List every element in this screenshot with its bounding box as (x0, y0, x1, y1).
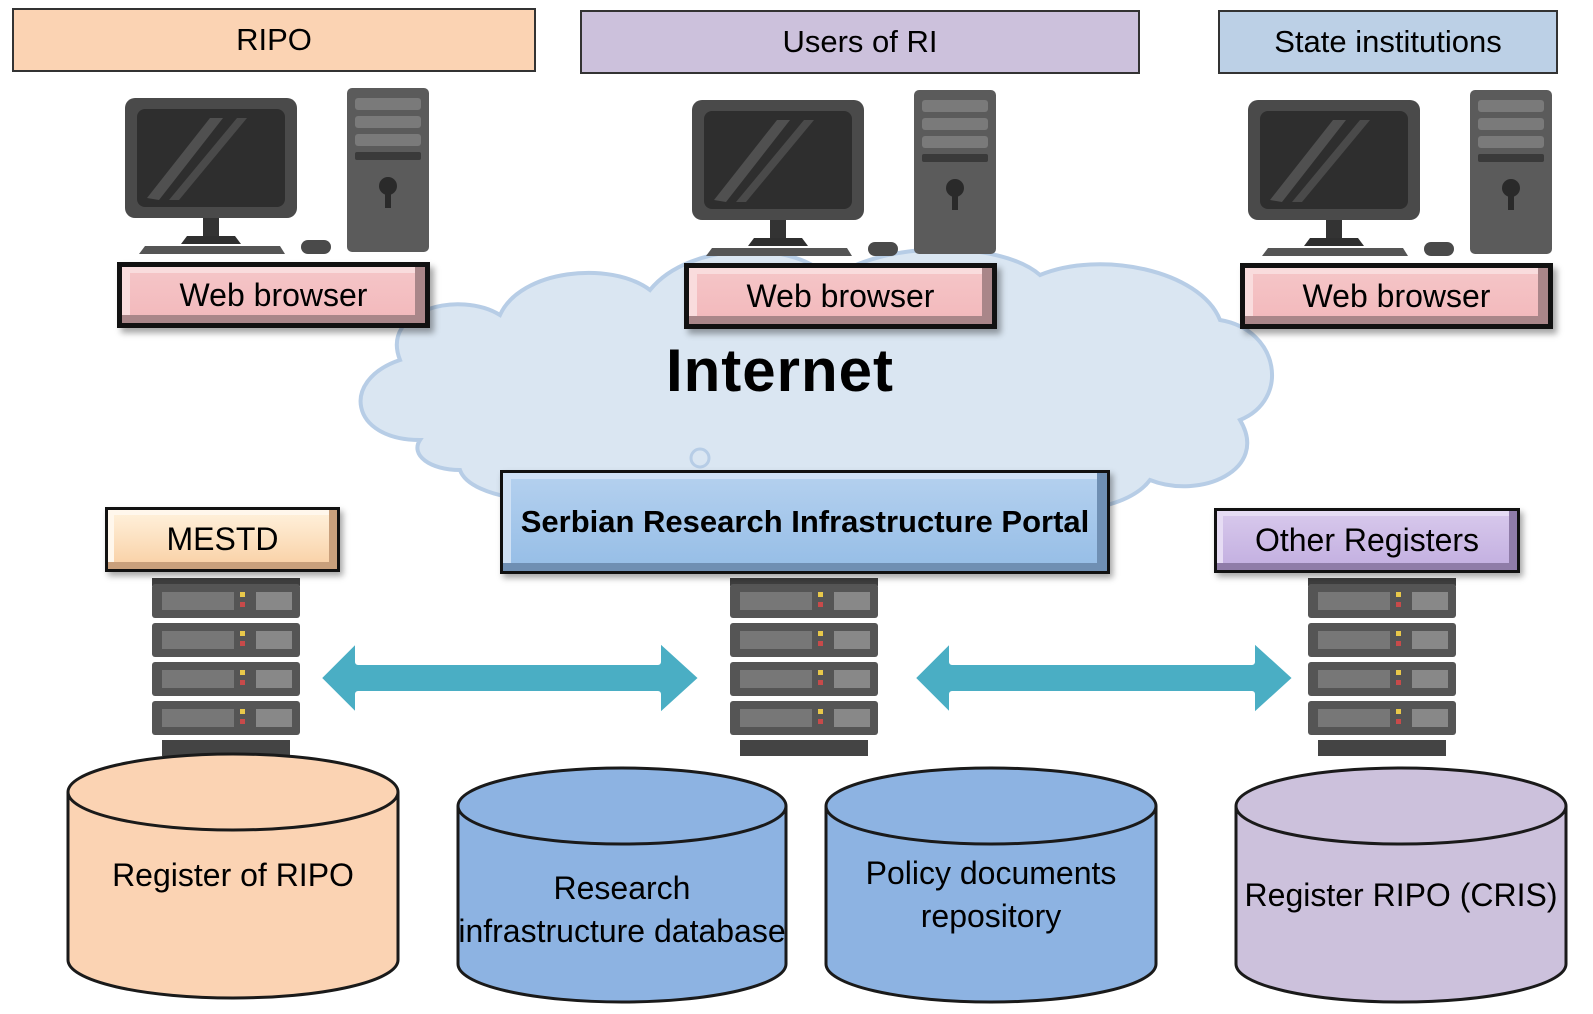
database-cylinder-icon (1234, 766, 1568, 1004)
header-state-institutions: State institutions (1218, 10, 1558, 74)
web-browser-state: Web browser (1240, 263, 1553, 329)
header-ripo: RIPO (12, 8, 536, 72)
database-cylinder-icon (66, 752, 400, 1000)
database-register-ripo-cris: Register RIPO (CRIS) (1244, 876, 1558, 913)
database-cylinder-icon (456, 766, 788, 1004)
server-rack-icon (1308, 578, 1456, 756)
database-register-of-ripo: Register of RIPO (112, 856, 354, 893)
desktop-computer-icon (1248, 90, 1552, 256)
header-users-of-ri: Users of RI (580, 10, 1140, 74)
server-label-other-registers: Other Registers (1214, 508, 1520, 573)
desktop-computer-icon (692, 90, 996, 256)
desktop-computer-icon (125, 88, 429, 254)
double-arrow-icon (315, 635, 705, 721)
server-rack-icon (730, 578, 878, 756)
database-research-infrastructure: Research infrastructure database (458, 870, 786, 949)
web-browser-ripo: Web browser (117, 262, 430, 328)
database-policy-documents: Policy documents repository (865, 855, 1117, 934)
web-browser-users: Web browser (684, 263, 997, 329)
server-label-mestd: MESTD (105, 507, 340, 572)
server-rack-icon (152, 578, 300, 756)
database-cylinder-icon (824, 766, 1158, 1004)
server-label-portal: Serbian Research Infrastructure Portal (500, 470, 1110, 574)
double-arrow-icon (909, 635, 1299, 721)
internet-label: Internet (665, 336, 895, 404)
